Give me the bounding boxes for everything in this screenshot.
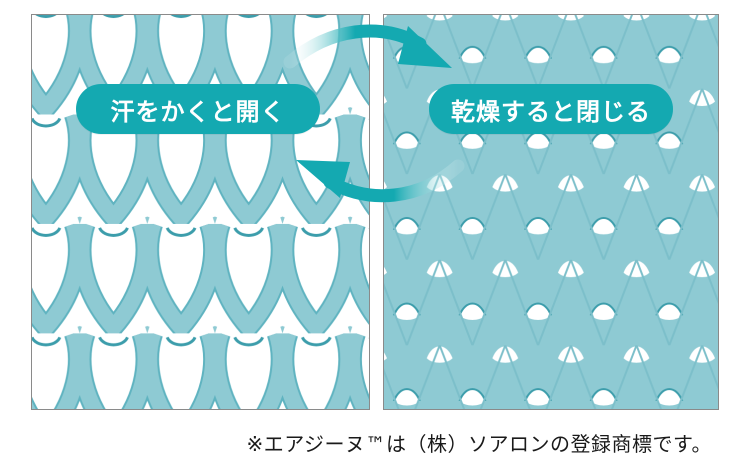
trademark-footnote: ※エアジーヌ™は（株）ソアロンの登録商標です。	[246, 432, 712, 456]
closed-knit-pattern	[384, 15, 718, 409]
closes-when-dry-label: 乾燥すると閉じる	[429, 84, 673, 134]
opens-when-sweating-label: 汗をかくと開く	[76, 84, 320, 134]
closed-knit-image	[383, 14, 719, 410]
open-knit-image	[31, 14, 370, 410]
open-knit-pattern	[32, 15, 369, 409]
